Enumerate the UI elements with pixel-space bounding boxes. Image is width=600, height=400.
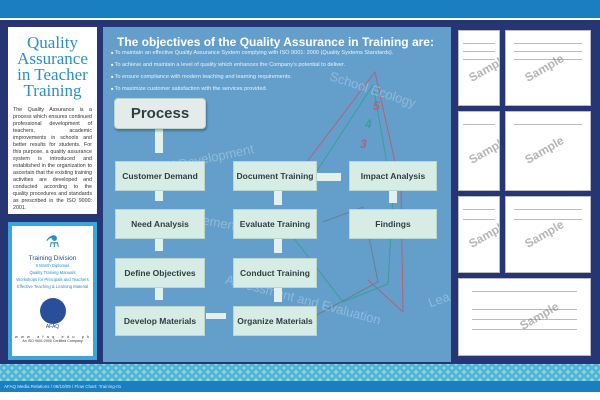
afaq-logo — [39, 298, 66, 324]
division-title: Training Division — [28, 255, 77, 262]
flow-step: Customer Demand — [115, 161, 205, 191]
flow-step: Organize Materials — [233, 306, 317, 336]
flow-arrow — [274, 288, 282, 302]
main-panel: The objectives of the Quality Assurance … — [103, 27, 451, 362]
certified-text: An ISO 9001:2000 Certified Company — [22, 339, 83, 343]
flow-step: Develop Materials — [115, 306, 205, 336]
sample-thumbnail: Sample — [505, 30, 591, 106]
flow-step: Impact Analysis — [349, 161, 437, 191]
flow-arrow — [155, 288, 163, 300]
sample-thumbnail: Sample — [505, 111, 591, 191]
flow-step: Conduct Training — [233, 258, 317, 288]
objective-item: To maximize customer satisfaction with t… — [111, 83, 393, 95]
radar-label: 5 — [373, 99, 380, 113]
top-stripe — [0, 0, 600, 18]
poster-title: Quality Assurance in Teacher Training — [17, 33, 88, 100]
sample-watermark: Sample — [466, 133, 500, 167]
flow-step: Need Analysis — [115, 209, 205, 239]
objectives-heading: The objectives of the Quality Assurance … — [117, 35, 434, 49]
flow-step: Evaluate Training — [233, 209, 317, 239]
footer: AFAQ Media Relations / 08/10/09 / Flow C… — [0, 381, 600, 392]
objective-item: To ensure compliance with modern teachin… — [111, 71, 393, 83]
website: w w w . a f a q . e d u . p k — [14, 334, 91, 339]
training-icon: ⚗ — [45, 234, 60, 251]
sample-thumbnail: Sample — [458, 278, 591, 356]
division-item: Workshops for Principals and Teachers — [16, 277, 89, 282]
sample-thumbnail: Sample — [505, 196, 591, 273]
sample-watermark: Sample — [466, 50, 500, 85]
sample-documents: Sample Sample Sample Sample Sample Sampl… — [452, 27, 595, 362]
sample-watermark: Sample — [466, 217, 500, 251]
sample-watermark: Sample — [522, 50, 567, 85]
flow-arrow — [274, 239, 282, 253]
flow-arrow — [155, 129, 163, 153]
division-item: 6 Month Diplomas — [35, 263, 70, 268]
flow-arrow — [389, 191, 397, 203]
flow-step: Document Training — [233, 161, 317, 191]
division-panel: ⚗ Training Division 6 Month Diplomas Qua… — [8, 222, 97, 360]
division-item: Effective Teaching & Learning Material — [16, 284, 89, 289]
objective-item: To achieve and maintain a level of quali… — [111, 59, 393, 71]
objective-item: To maintain an effective Quality Assuran… — [111, 47, 394, 59]
flow-arrow — [155, 239, 163, 251]
radar-label: 4 — [365, 117, 372, 131]
flow-arrow — [317, 173, 341, 181]
sample-thumbnail: Sample — [458, 196, 500, 273]
flow-arrow — [274, 191, 282, 205]
objectives-list: To maintain an effective Quality Assuran… — [111, 47, 394, 95]
flow-step: Define Objectives — [115, 258, 205, 288]
sample-thumbnail: Sample — [458, 30, 500, 106]
flow-arrow — [155, 191, 163, 201]
sample-thumbnail: Sample — [458, 111, 500, 191]
flow-step: Findings — [349, 209, 437, 239]
decorative-pattern — [0, 364, 600, 381]
division-item: Quality Training Manuals — [29, 270, 76, 275]
sample-watermark: Sample — [522, 133, 567, 167]
sample-watermark: Sample — [522, 217, 567, 251]
intro-text: The Quality Assurance is a process which… — [13, 107, 92, 211]
flow-arrow — [206, 313, 226, 319]
afaq-logo-text: AFAQ — [45, 324, 60, 330]
process-start: Process — [114, 98, 206, 129]
radar-label: 3 — [360, 137, 367, 151]
intro-panel: Quality Assurance in Teacher Training Th… — [8, 27, 97, 214]
